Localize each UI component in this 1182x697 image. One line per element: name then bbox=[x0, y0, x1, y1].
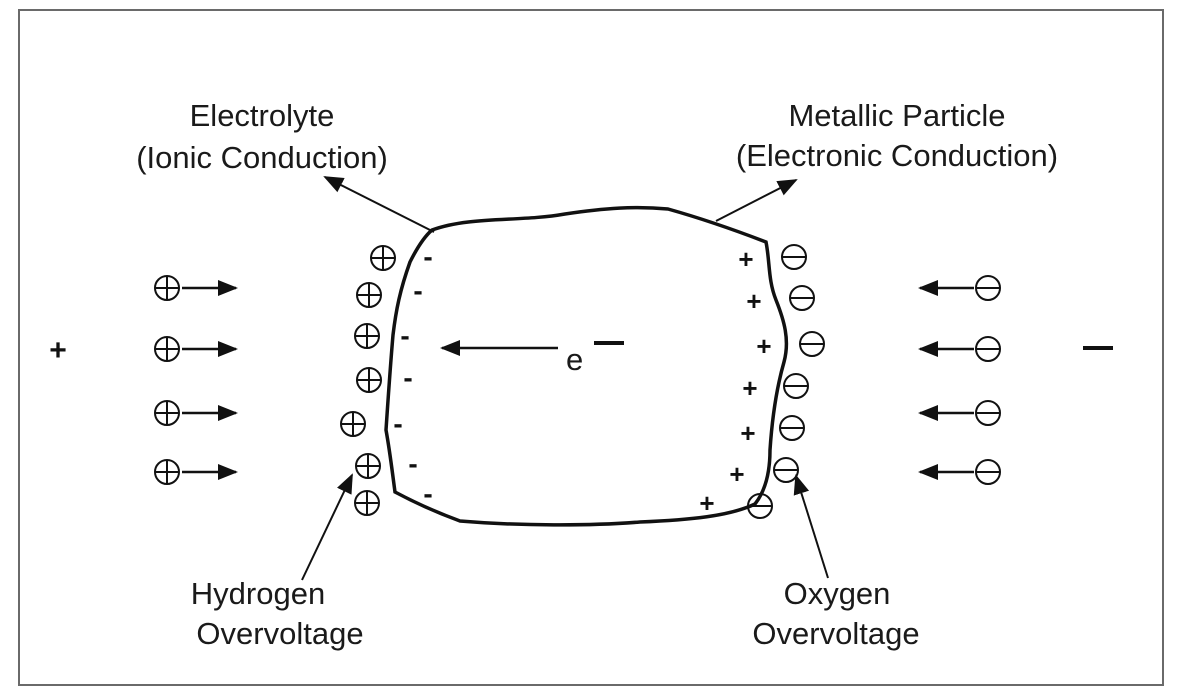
oxygen-label-line1: Oxygen bbox=[784, 576, 891, 611]
migrating-negative-ion bbox=[975, 459, 1001, 485]
migrating-negative-ion bbox=[975, 275, 1001, 301]
metal-negative-charge: - bbox=[423, 478, 432, 509]
metallic-particle-outline bbox=[384, 205, 789, 527]
diagram-frame bbox=[18, 9, 1164, 686]
metal-pointer-arrow bbox=[715, 179, 798, 222]
metal-label-line2: (Electronic Conduction) bbox=[736, 138, 1058, 173]
electrolyte-label-line1: Electrolyte bbox=[190, 98, 335, 133]
adsorbed-negative-ion bbox=[773, 457, 799, 483]
adsorbed-positive-ion bbox=[354, 490, 380, 516]
adsorbed-negative-ion bbox=[799, 331, 825, 357]
migrating-positive-ion bbox=[154, 275, 180, 301]
adsorbed-positive-ion bbox=[356, 367, 382, 393]
electrolyte-pointer-arrow bbox=[323, 176, 435, 233]
adsorbed-positive-ion bbox=[355, 453, 381, 479]
electron-charge-minus bbox=[594, 341, 624, 345]
ion-layer: -------+++++++ bbox=[154, 241, 1001, 519]
metal-positive-charge: + bbox=[742, 373, 757, 403]
adsorbed-negative-ion bbox=[747, 493, 773, 519]
metal-negative-charge: - bbox=[423, 241, 432, 272]
cathode-minus-sign bbox=[1083, 346, 1113, 350]
metal-label-line1: Metallic Particle bbox=[788, 98, 1005, 133]
metal-negative-charge: - bbox=[403, 362, 412, 393]
metal-negative-charge: - bbox=[400, 320, 409, 351]
adsorbed-positive-ion bbox=[356, 282, 382, 308]
adsorbed-negative-ion bbox=[779, 415, 805, 441]
electrolyte-label-line2: (Ionic Conduction) bbox=[136, 140, 388, 175]
adsorbed-negative-ion bbox=[789, 285, 815, 311]
metal-negative-charge: - bbox=[413, 275, 422, 306]
migrating-positive-ion bbox=[154, 459, 180, 485]
hydrogen-pointer-arrow bbox=[301, 473, 353, 581]
adsorbed-positive-ion bbox=[370, 245, 396, 271]
adsorbed-negative-ion bbox=[781, 244, 807, 270]
migrating-negative-ion bbox=[975, 336, 1001, 362]
anode-plus-sign: + bbox=[49, 334, 67, 367]
metal-positive-charge: + bbox=[699, 488, 714, 518]
electron-symbol: e bbox=[566, 342, 583, 377]
metal-negative-charge: - bbox=[393, 408, 402, 439]
adsorbed-negative-ion bbox=[783, 373, 809, 399]
hydrogen-label-line2: Overvoltage bbox=[196, 616, 363, 651]
migrating-positive-ion bbox=[154, 400, 180, 426]
oxygen-label-line2: Overvoltage bbox=[752, 616, 919, 651]
metal-positive-charge: + bbox=[756, 331, 771, 361]
metal-negative-charge: - bbox=[408, 448, 417, 479]
metal-positive-charge: + bbox=[746, 286, 761, 316]
metal-positive-charge: + bbox=[740, 418, 755, 448]
migrating-positive-ion bbox=[154, 336, 180, 362]
adsorbed-positive-ion bbox=[340, 411, 366, 437]
migrating-negative-ion bbox=[975, 400, 1001, 426]
hydrogen-label-line1: Hydrogen bbox=[191, 576, 325, 611]
oxygen-pointer-arrow bbox=[793, 474, 829, 579]
metal-positive-charge: + bbox=[738, 244, 753, 274]
adsorbed-positive-ion bbox=[354, 323, 380, 349]
metal-positive-charge: + bbox=[729, 459, 744, 489]
